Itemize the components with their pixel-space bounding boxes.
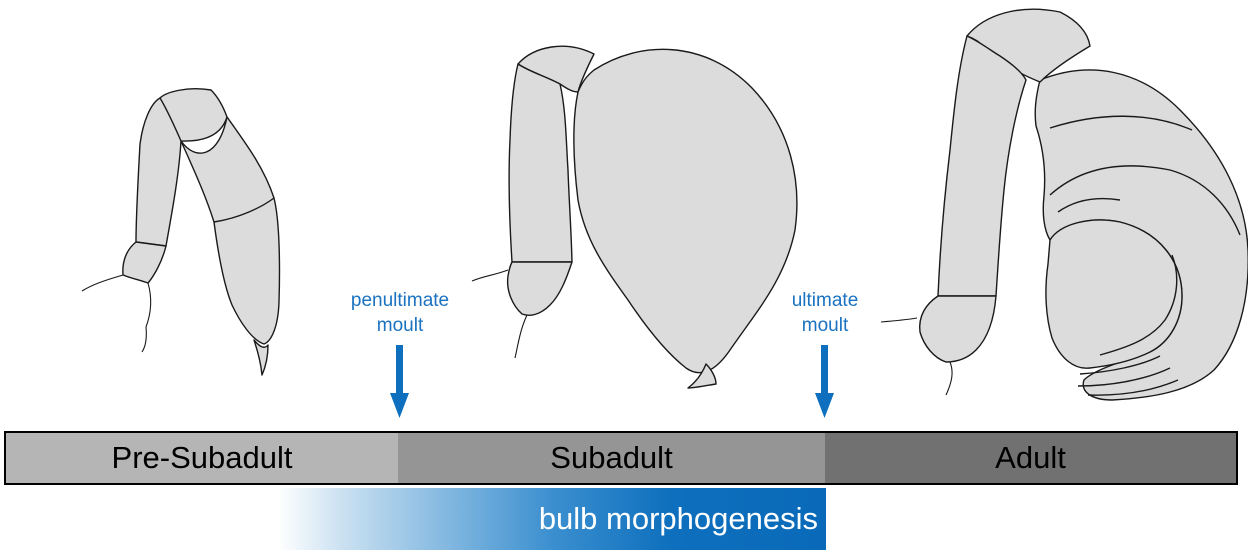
ultimate-line1: ultimate [791,290,859,311]
stage-timeline: Pre-Subadult Subadult Adult [4,431,1238,485]
stage-subadult: Subadult [398,433,825,483]
penultimate-arrow-icon [390,345,409,418]
ultimate-line2: moult [801,315,849,336]
presubadult-palp [81,88,281,376]
penultimate-line1: penultimate [350,290,450,311]
penultimate-moult-label: penultimate moult [330,288,470,338]
bulb-morphogenesis-bar: bulb morphogenesis [278,488,826,550]
stage-presubadult-label: Pre-Subadult [111,440,293,475]
stage-adult-label: Adult [995,440,1066,475]
stage-subadult-label: Subadult [550,440,673,475]
ultimate-moult-label: ultimate moult [755,288,895,338]
ultimate-arrow-icon [815,345,834,418]
bulb-morphogenesis-label: bulb morphogenesis [538,501,818,536]
subadult-palp [471,45,798,389]
stage-adult: Adult [825,433,1236,483]
adult-palp [880,8,1248,401]
penultimate-line2: moult [376,315,424,336]
stage-presubadult: Pre-Subadult [6,433,398,483]
